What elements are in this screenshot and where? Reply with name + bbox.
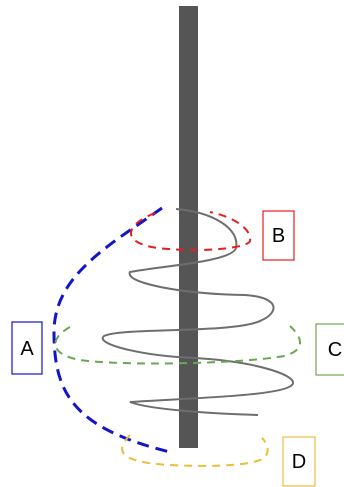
path-d-dashed-curve — [121, 434, 269, 467]
path-b-dashed-ellipse — [130, 211, 252, 251]
label-c: C — [315, 323, 344, 376]
label-d-text: D — [292, 451, 306, 473]
path-c-dashed-ellipse — [54, 325, 301, 365]
label-a: A — [11, 321, 43, 375]
central-rod — [179, 6, 198, 448]
helix-coil — [101, 208, 295, 416]
path-a-dashed-curve — [52, 206, 171, 454]
label-b-text: B — [272, 225, 285, 247]
label-c-text: C — [328, 339, 342, 361]
label-d: D — [282, 436, 316, 487]
label-a-text: A — [20, 338, 34, 360]
label-b: B — [262, 210, 295, 261]
